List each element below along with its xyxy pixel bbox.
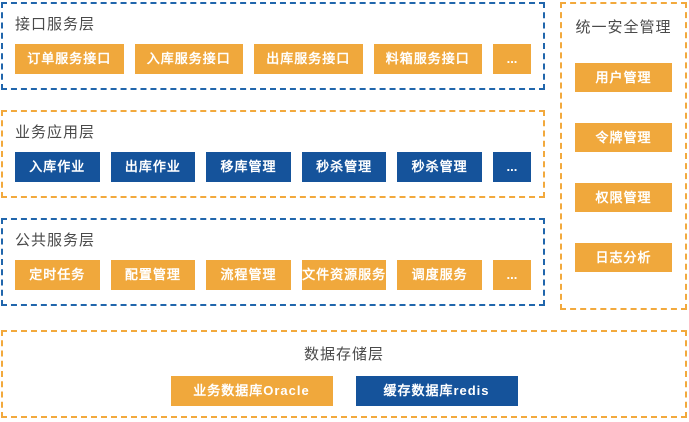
seckill-management-button: 秒杀管理 bbox=[301, 152, 387, 182]
business-application-button-row: 入库作业 出库作业 移库管理 秒杀管理 秒杀管理 ... bbox=[15, 152, 531, 182]
more-services-button: ... bbox=[493, 44, 531, 74]
panel-unified-security-management: 统一安全管理 用户管理 令牌管理 权限管理 日志分析 bbox=[560, 2, 687, 310]
outbound-job-button: 出库作业 bbox=[110, 152, 196, 182]
more-applications-button: ... bbox=[492, 152, 531, 182]
user-management-button: 用户管理 bbox=[575, 63, 672, 92]
layer-title-data-storage: 数据存储层 bbox=[303, 346, 384, 363]
layer-public-services: 公共服务层 定时任务 配置管理 流程管理 文件资源服务 调度服务 ... bbox=[1, 218, 545, 306]
more-public-services-button: ... bbox=[492, 260, 531, 290]
layer-interface-services: 接口服务层 订单服务接口 入库服务接口 出库服务接口 料箱服务接口 ... bbox=[1, 2, 545, 90]
file-resource-service-button: 文件资源服务 bbox=[301, 260, 387, 290]
layer-business-application: 业务应用层 入库作业 出库作业 移库管理 秒杀管理 秒杀管理 ... bbox=[1, 110, 545, 198]
oracle-business-database-button: 业务数据库Oracle bbox=[170, 376, 333, 406]
seckill-management-button-2: 秒杀管理 bbox=[397, 152, 482, 182]
layer-title-public-services: 公共服务层 bbox=[15, 232, 96, 249]
token-management-button: 令牌管理 bbox=[575, 123, 672, 152]
log-analysis-button: 日志分析 bbox=[575, 243, 672, 272]
dispatch-service-button: 调度服务 bbox=[397, 260, 482, 290]
layer-title-business-application: 业务应用层 bbox=[15, 124, 96, 141]
inbound-service-api-button: 入库服务接口 bbox=[134, 44, 243, 74]
inbound-job-button: 入库作业 bbox=[15, 152, 100, 182]
bin-service-api-button: 料箱服务接口 bbox=[373, 44, 482, 74]
config-management-button: 配置管理 bbox=[110, 260, 196, 290]
permission-management-button: 权限管理 bbox=[575, 183, 672, 212]
order-service-api-button: 订单服务接口 bbox=[15, 44, 124, 74]
redis-cache-database-button: 缓存数据库redis bbox=[355, 376, 518, 406]
scheduled-task-button: 定时任务 bbox=[15, 260, 100, 290]
layer-data-storage: 数据存储层 业务数据库Oracle 缓存数据库redis bbox=[1, 330, 687, 418]
outbound-service-api-button: 出库服务接口 bbox=[254, 44, 363, 74]
data-storage-button-row: 业务数据库Oracle 缓存数据库redis bbox=[3, 376, 685, 406]
move-management-button: 移库管理 bbox=[206, 152, 291, 182]
process-management-button: 流程管理 bbox=[206, 260, 291, 290]
panel-title-unified-security: 统一安全管理 bbox=[575, 19, 672, 36]
layer-title-interface-services: 接口服务层 bbox=[15, 16, 96, 33]
interface-services-button-row: 订单服务接口 入库服务接口 出库服务接口 料箱服务接口 ... bbox=[15, 44, 531, 74]
public-services-button-row: 定时任务 配置管理 流程管理 文件资源服务 调度服务 ... bbox=[15, 260, 531, 290]
